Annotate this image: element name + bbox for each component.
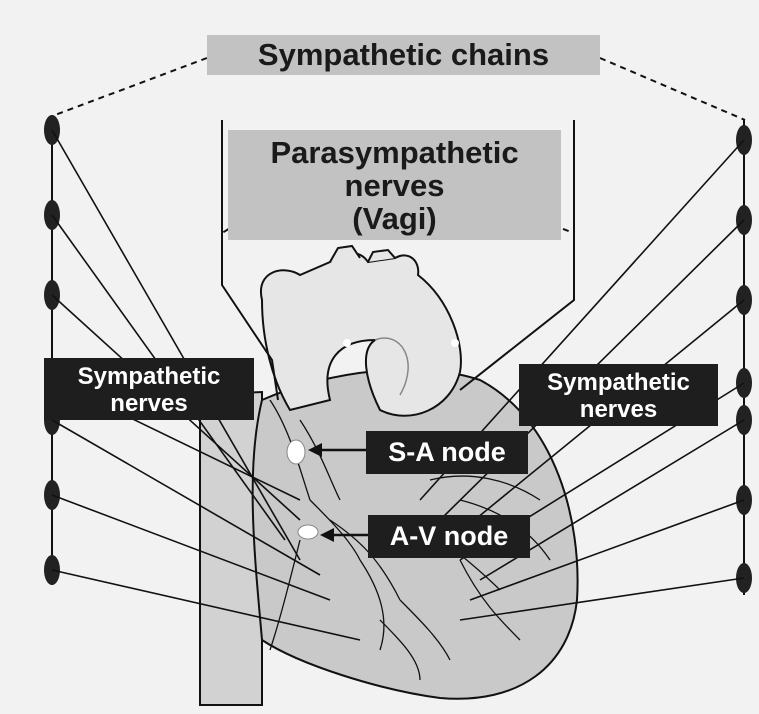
left-nerves-line-2: nerves bbox=[44, 390, 254, 417]
right-nerves-line-1: Sympathetic bbox=[519, 369, 718, 396]
av-node-label: A-V node bbox=[368, 515, 530, 558]
parasympathetic-line-3: (Vagi) bbox=[228, 202, 561, 235]
parasympathetic-line-1: Parasympathetic bbox=[228, 136, 561, 169]
sa-node-label: S-A node bbox=[366, 431, 528, 474]
aorta-highlight-right bbox=[451, 339, 459, 347]
parasympathetic-nerves-label: Parasympathetic nerves (Vagi) bbox=[228, 130, 561, 240]
av-node-shape bbox=[298, 525, 318, 539]
sa-node-shape bbox=[287, 440, 305, 464]
sympathetic-chains-label: Sympathetic chains bbox=[207, 35, 600, 75]
aorta-highlight-left bbox=[343, 339, 351, 347]
left-sympathetic-nerves-label: Sympathetic nerves bbox=[44, 358, 254, 420]
left-nerves-line-1: Sympathetic bbox=[44, 363, 254, 390]
right-nerves-line-2: nerves bbox=[519, 396, 718, 423]
dashed-line-right bbox=[600, 58, 745, 120]
right-sympathetic-nerves-label: Sympathetic nerves bbox=[519, 364, 718, 426]
parasympathetic-line-2: nerves bbox=[228, 169, 561, 202]
dashed-line-left bbox=[55, 58, 207, 115]
